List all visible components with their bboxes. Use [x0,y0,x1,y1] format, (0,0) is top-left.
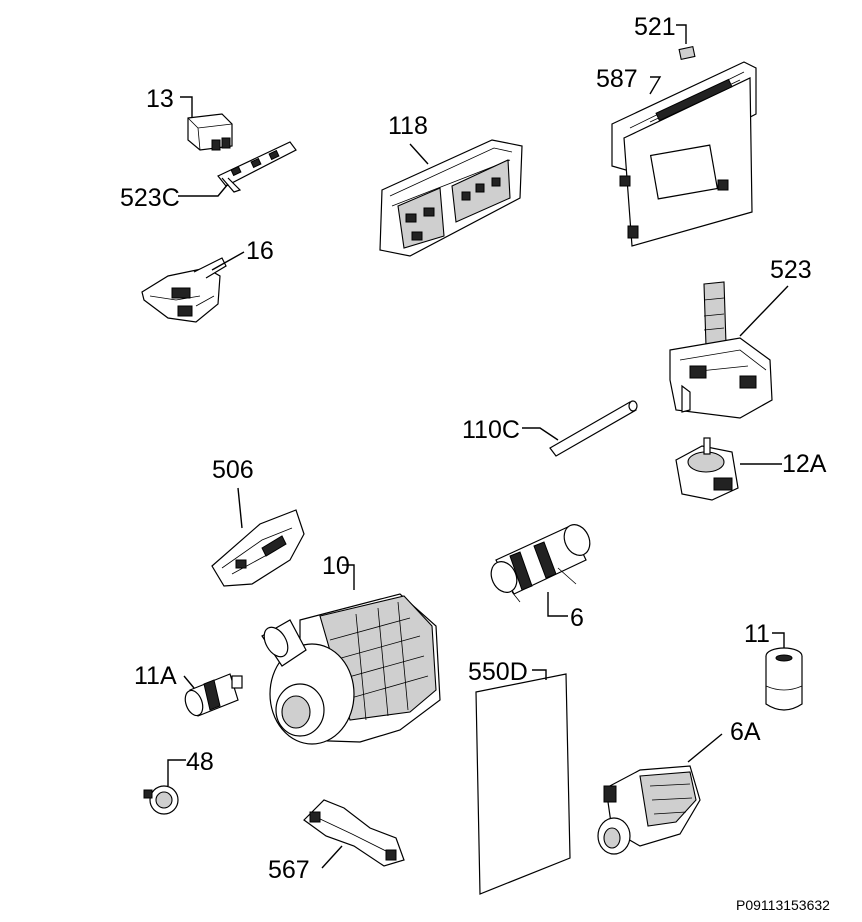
label-523c: 523C [120,184,180,212]
part-16-door-lock[interactable] [141,251,245,323]
label-587: 587 [596,65,638,93]
part-10-heater[interactable] [486,520,594,617]
reference-code: P09113153632 [736,897,830,913]
label-10: 6 [570,604,584,632]
part-48-plug[interactable] [143,759,186,815]
part-523-bracket-assembly[interactable] [669,281,789,419]
label-118: 118 [388,112,428,140]
label-16: 16 [246,237,274,265]
part-110c-tube[interactable] [522,400,638,457]
label-110c: 110C [462,416,520,444]
label-550d: 550D [468,658,528,686]
part-6a-drain-pump[interactable] [597,733,723,855]
label-521: 521 [634,13,676,41]
part-13-switch[interactable] [180,96,233,151]
label-11a: 11A [134,662,177,690]
label-523: 523 [770,256,812,284]
part-12a-pressure-switch[interactable] [675,437,782,501]
part-11a-component[interactable] [182,673,243,718]
part-6-circulation-pump[interactable] [259,564,441,745]
part-11-cylinder[interactable] [765,632,803,711]
label-48: 48 [186,748,214,776]
label-13: 13 [146,85,174,113]
label-506: 506 [212,456,254,484]
label-6: 10 [322,552,350,580]
part-587-electronic-module[interactable] [611,61,757,247]
part-523c-bracket[interactable] [178,141,297,197]
label-567: 567 [268,856,310,884]
part-118-control-panel[interactable] [379,139,523,257]
label-6a: 6A [730,718,761,746]
label-11: 11 [744,620,770,648]
label-12a: 12A [782,450,827,478]
part-506-bracket[interactable] [211,487,305,587]
part-550d-sheet[interactable] [475,669,571,895]
part-521-fuse[interactable] [676,24,696,60]
part-567-clamp[interactable] [303,799,405,869]
